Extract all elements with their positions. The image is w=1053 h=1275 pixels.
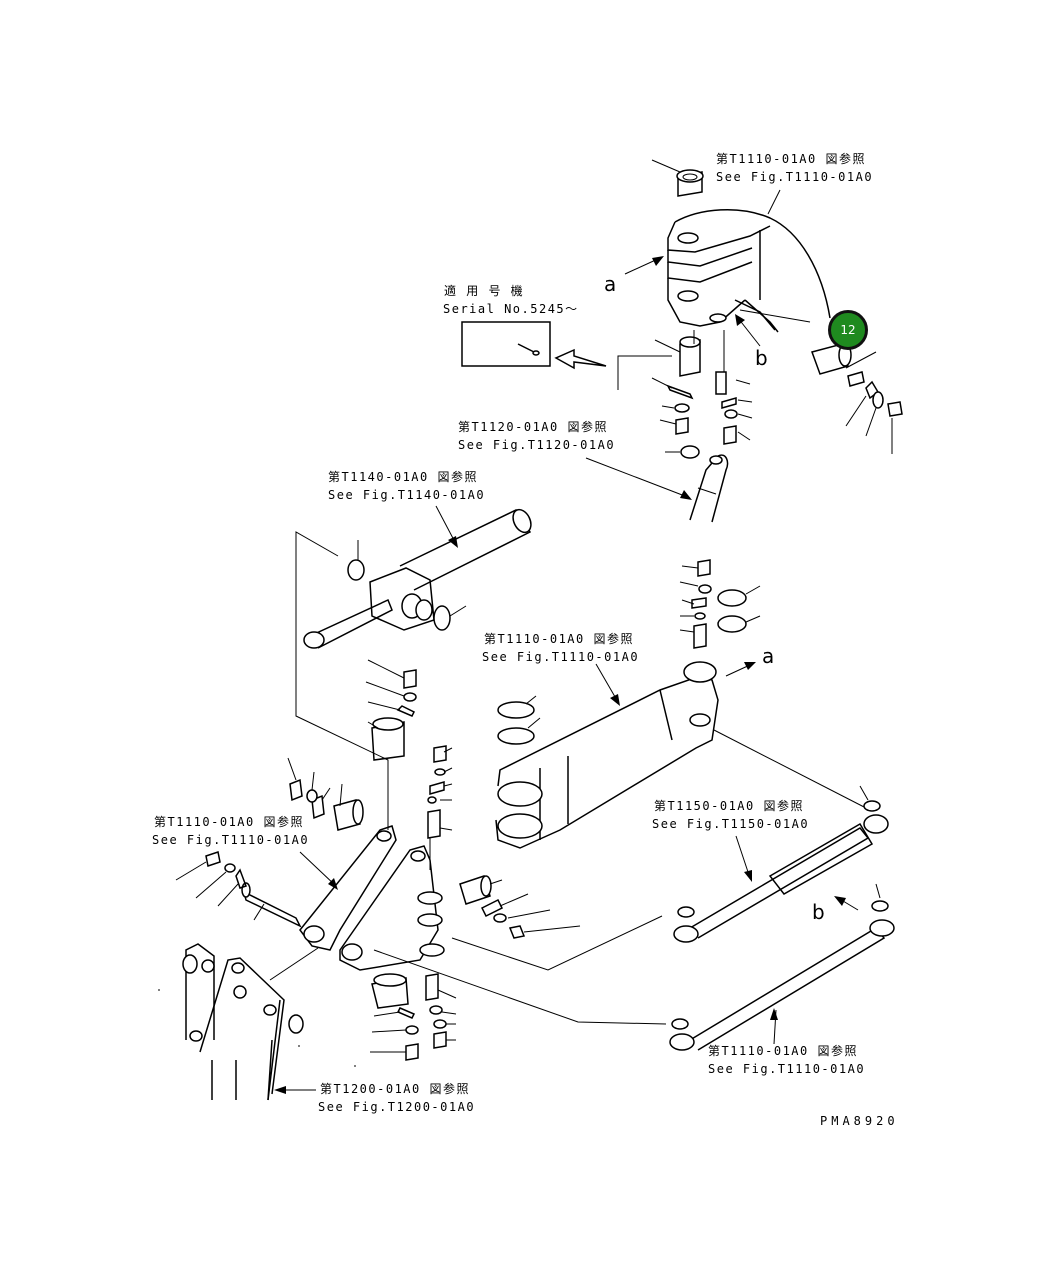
ref-en-1[interactable]: See Fig.T1110-01A0 xyxy=(716,170,874,184)
letter-b-mid: b xyxy=(812,900,825,924)
ref-jp-8: 第T1200-01A0 図参照 xyxy=(320,1082,470,1096)
ref-en-2[interactable]: See Fig.T1120-01A0 xyxy=(458,438,616,452)
ref-en-8[interactable]: See Fig.T1200-01A0 xyxy=(318,1100,476,1114)
right-upper-parts xyxy=(679,559,761,649)
top-small-parts xyxy=(651,330,753,459)
callout-badge-12[interactable]: 12 xyxy=(828,310,868,350)
serial-en: Serial No.5245～ xyxy=(443,302,579,316)
letter-b-top: b xyxy=(755,346,768,370)
serial-box xyxy=(461,321,672,390)
letter-a-mid: a xyxy=(762,644,775,668)
cylinder-t1140 xyxy=(295,505,532,830)
connector-lines xyxy=(373,838,667,1025)
ref-jp-6: 第T1110-01A0 図参照 xyxy=(154,815,304,829)
ref-jp-2: 第T1120-01A0 図参照 xyxy=(458,420,608,434)
page-code: PMA8920 xyxy=(820,1114,899,1128)
arm-t1110-center xyxy=(495,661,867,849)
ref-en-7[interactable]: See Fig.T1110-01A0 xyxy=(708,1062,866,1076)
ref-en-6[interactable]: See Fig.T1110-01A0 xyxy=(152,833,310,847)
ref-jp-5: 第T1150-01A0 図参照 xyxy=(654,799,804,813)
top-link-assembly xyxy=(624,159,903,454)
ref-jp-3: 第T1140-01A0 図参照 xyxy=(328,470,478,484)
ref-jp-1: 第T1110-01A0 図参照 xyxy=(716,152,866,166)
ref-en-3[interactable]: See Fig.T1140-01A0 xyxy=(328,488,486,502)
ref-jp-4: 第T1110-01A0 図参照 xyxy=(484,632,634,646)
letter-a-top: a xyxy=(604,272,617,296)
rod-t1110-lower xyxy=(669,883,895,1051)
boom-bracket xyxy=(158,943,319,1101)
cylinder-t1150 xyxy=(673,785,889,943)
serial-jp: 適 用 号 機 xyxy=(444,284,525,298)
ref-jp-7: 第T1110-01A0 図参照 xyxy=(708,1044,858,1058)
bellcrank-assembly xyxy=(175,659,581,1067)
rod-t1120 xyxy=(585,454,729,523)
ref-en-5[interactable]: See Fig.T1150-01A0 xyxy=(652,817,810,831)
ref-en-4[interactable]: See Fig.T1110-01A0 xyxy=(482,650,640,664)
